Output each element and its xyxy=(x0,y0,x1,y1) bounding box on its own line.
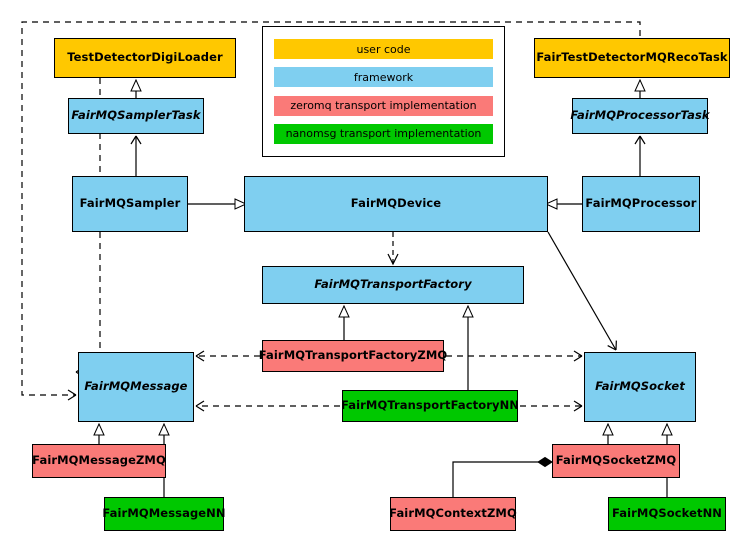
class-node-fairmqprocessor[interactable]: FairMQProcessor xyxy=(582,176,700,232)
edge-recotask-message xyxy=(21,21,641,401)
legend-item-nanomsg: nanomsg transport implementation xyxy=(274,123,493,144)
class-node-fairmqdevice[interactable]: FairMQDevice xyxy=(244,176,548,232)
class-node-testdetectordigiloader[interactable]: TestDetectorDigiLoader xyxy=(54,38,236,78)
legend-item-zeromq: zeromq transport implementation xyxy=(274,95,493,116)
legend-item-user-code: user code xyxy=(274,39,493,60)
class-node-fairmqtransportfactory[interactable]: FairMQTransportFactory xyxy=(262,266,524,304)
class-node-fairmqsocketzmq[interactable]: FairMQSocketZMQ xyxy=(552,444,680,478)
class-node-fairmqsamplertask[interactable]: FairMQSamplerTask xyxy=(68,98,204,134)
class-node-fairmqtransportfactoryzmq[interactable]: FairMQTransportFactoryZMQ xyxy=(259,340,447,372)
class-node-fairmqmessagezmq[interactable]: FairMQMessageZMQ xyxy=(32,444,166,478)
class-node-fairtestdetectormqrecotask[interactable]: FairTestDetectorMQRecoTask xyxy=(534,38,730,78)
class-node-fairmqcontextzmq[interactable]: FairMQContextZMQ xyxy=(389,497,517,531)
edge-socketzmq-contextzmq xyxy=(452,456,553,497)
class-node-fairmqprocessortask[interactable]: FairMQProcessorTask xyxy=(570,98,710,134)
class-node-fairmqsocketnn[interactable]: FairMQSocketNN xyxy=(608,497,726,531)
legend-item-framework: framework xyxy=(274,67,493,88)
class-node-fairmqmessage[interactable]: FairMQMessage xyxy=(78,352,194,422)
class-node-fairmqtransportfactorynn[interactable]: FairMQTransportFactoryNN xyxy=(341,390,519,422)
class-node-fairmqmessagenn[interactable]: FairMQMessageNN xyxy=(102,497,226,531)
legend-panel: user code framework zeromq transport imp… xyxy=(262,26,505,157)
class-node-fairmqsampler[interactable]: FairMQSampler xyxy=(72,176,188,232)
class-node-fairmqsocket[interactable]: FairMQSocket xyxy=(584,352,696,422)
edge-device-socket xyxy=(547,231,617,351)
